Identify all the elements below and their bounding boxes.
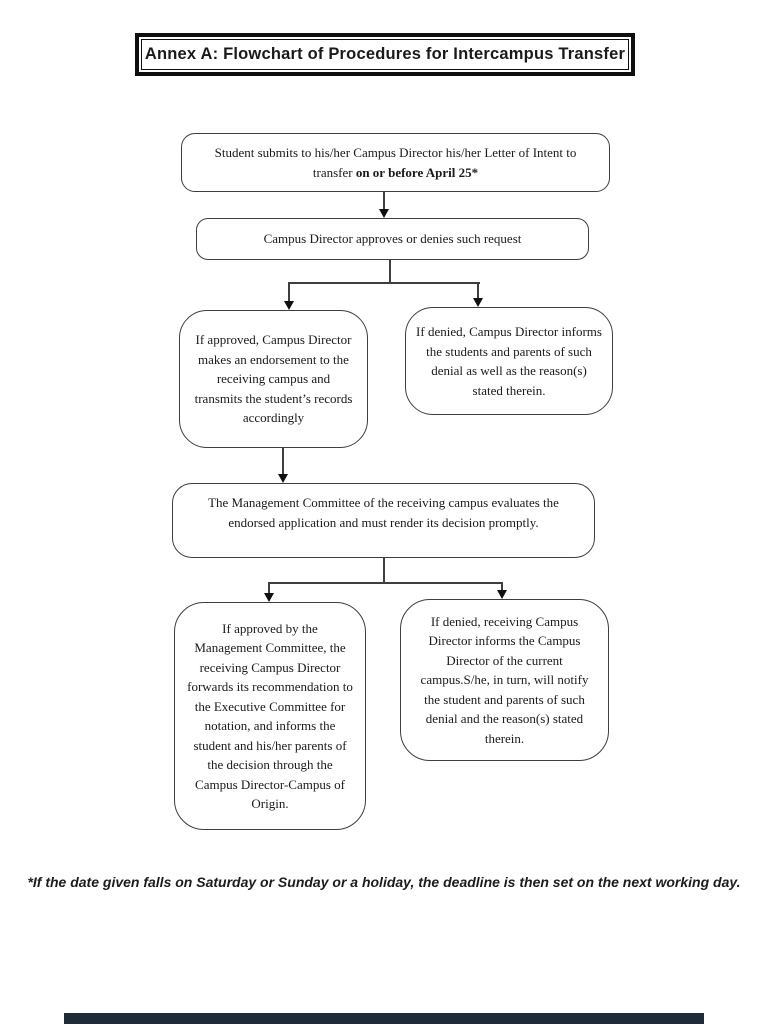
- connector-approved-to-management-line: [282, 448, 284, 474]
- submit-text-normal: Student submits to his/her Campus Direct…: [214, 145, 577, 180]
- if-approved-text: If approved, Campus Director makes an en…: [194, 332, 353, 426]
- mc-denied-text: If denied, receiving Campus Director inf…: [420, 613, 589, 746]
- flow-node-submit-intent: Student submits to his/her Campus Direct…: [181, 133, 610, 192]
- annex-title-banner: Annex A: Flowchart of Procedures for Int…: [135, 33, 635, 76]
- arrowhead-down-icon: [379, 209, 389, 218]
- connector-branch1-stub-line: [389, 260, 391, 284]
- flow-node-mc-approved: If approved by the Management Committee,…: [174, 602, 366, 830]
- flow-node-submit-text: Student submits to his/her Campus Direct…: [196, 143, 595, 182]
- arrowhead-down-icon: [278, 474, 288, 483]
- bottom-dark-bar: [64, 1013, 704, 1024]
- connector-branch2-right-line: [501, 582, 503, 590]
- connector-branch2-horizontal-line: [268, 582, 503, 584]
- connector-branch2-left-line: [268, 582, 270, 593]
- annex-title-rest: : Flowchart of Procedures for Intercampu…: [212, 45, 626, 63]
- connector-branch1-horizontal-line: [288, 282, 480, 284]
- annex-title-bold: Annex A: [144, 45, 213, 63]
- flow-node-if-approved: If approved, Campus Director makes an en…: [179, 310, 368, 448]
- if-denied-text: If denied, Campus Director informs the s…: [416, 324, 602, 398]
- connector-submit-to-approve-line: [383, 192, 385, 209]
- management-committee-text: The Management Committee of the receivin…: [208, 495, 559, 530]
- approve-or-deny-text: Campus Director approves or denies such …: [263, 231, 522, 247]
- connector-branch2-stub-line: [383, 558, 385, 584]
- arrowhead-down-icon: [284, 301, 294, 310]
- flow-node-mc-denied: If denied, receiving Campus Director inf…: [400, 599, 609, 761]
- arrowhead-down-icon: [264, 593, 274, 602]
- deadline-footnote: *If the date given falls on Saturday or …: [27, 874, 741, 890]
- connector-branch1-right-line: [477, 282, 479, 298]
- submit-text-deadline: on or before April 25*: [355, 164, 479, 180]
- arrowhead-down-icon: [473, 298, 483, 307]
- flow-node-management-committee: The Management Committee of the receivin…: [172, 483, 595, 558]
- flow-node-if-denied: If denied, Campus Director informs the s…: [405, 307, 613, 415]
- mc-approved-text: If approved by the Management Committee,…: [187, 620, 353, 812]
- arrowhead-down-icon: [497, 590, 507, 599]
- connector-branch1-left-line: [288, 282, 290, 301]
- flow-node-approve-or-deny: Campus Director approves or denies such …: [196, 218, 589, 260]
